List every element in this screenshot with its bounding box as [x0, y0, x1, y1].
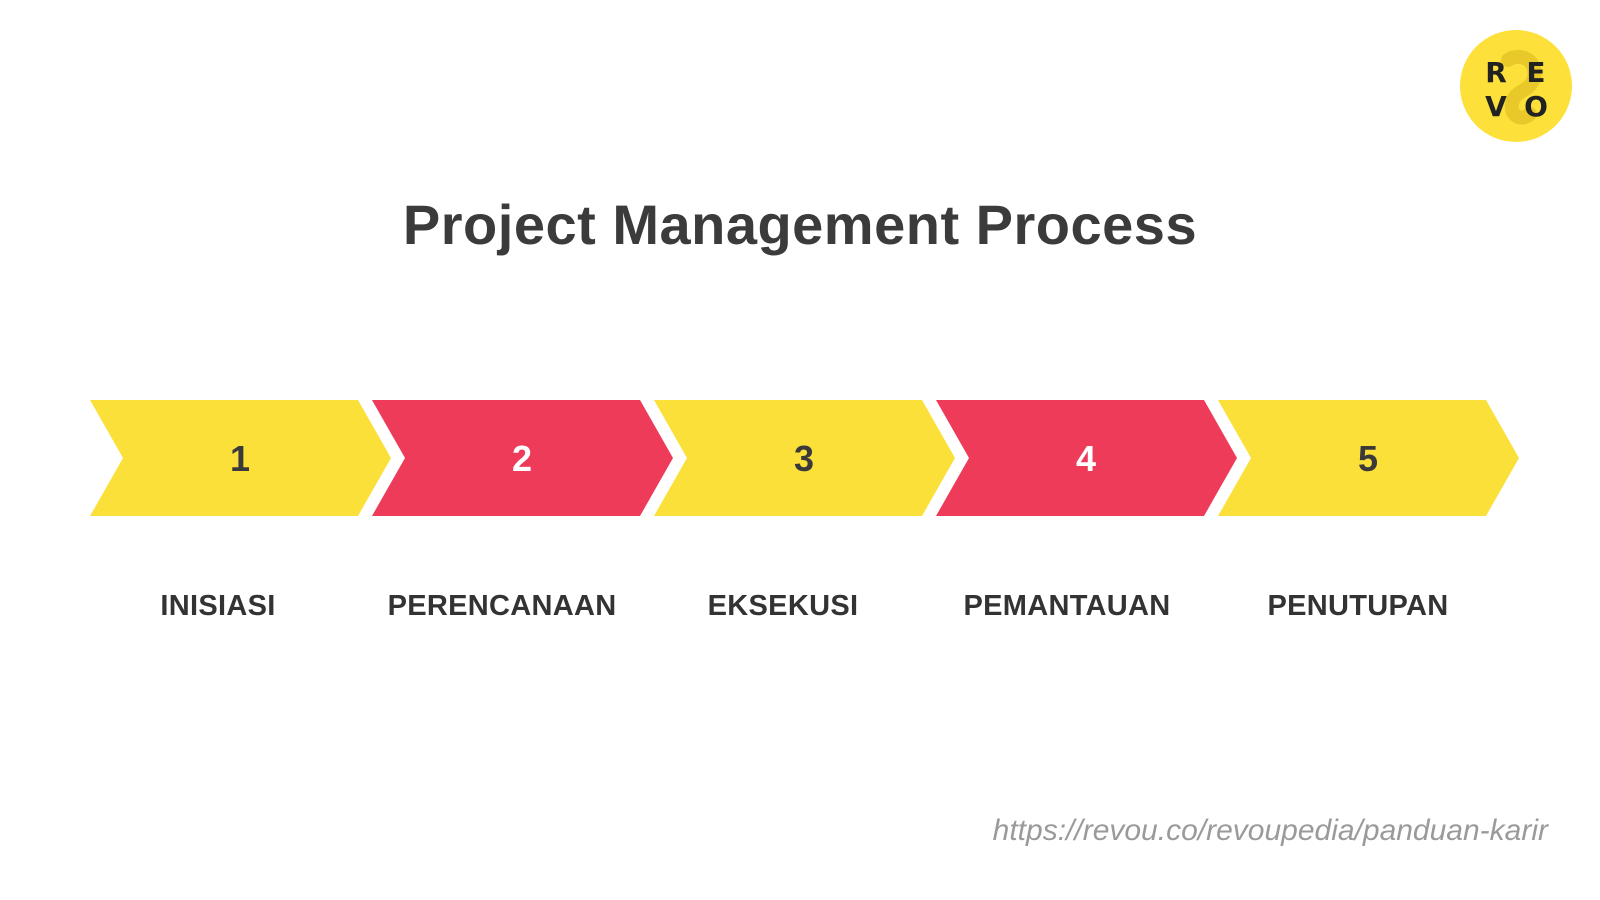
- step-1-label: INISIASI: [160, 590, 276, 622]
- step-5-chevron: 5: [1218, 400, 1519, 516]
- step-2-chevron: 2: [372, 400, 673, 516]
- logo-letter-r: R: [1485, 56, 1507, 89]
- step-4-number: 4: [1076, 438, 1096, 479]
- step-1-chevron: 1: [90, 400, 391, 516]
- revou-logo-icon: R E V O: [1460, 30, 1572, 142]
- step-3-chevron: 3: [654, 400, 955, 516]
- step-1-number: 1: [230, 438, 250, 479]
- step-4-chevron: 4: [936, 400, 1237, 516]
- source-url: https://revou.co/revoupedia/panduan-kari…: [992, 814, 1548, 847]
- step-5-number: 5: [1358, 438, 1378, 479]
- logo-letter-o: O: [1524, 90, 1548, 123]
- logo-letter-v: V: [1485, 90, 1507, 123]
- revou-logo: R E V O: [1460, 30, 1572, 142]
- step-3-number: 3: [794, 438, 814, 479]
- step-5-label: PENUTUPAN: [1267, 590, 1449, 622]
- step-2-number: 2: [512, 438, 532, 479]
- step-2-label: PERENCANAAN: [387, 590, 617, 622]
- logo-letter-e: E: [1526, 56, 1545, 89]
- page-title: Project Management Process: [402, 193, 1198, 256]
- step-3-label: EKSEKUSI: [707, 590, 859, 622]
- step-4-label: PEMANTAUAN: [963, 590, 1171, 622]
